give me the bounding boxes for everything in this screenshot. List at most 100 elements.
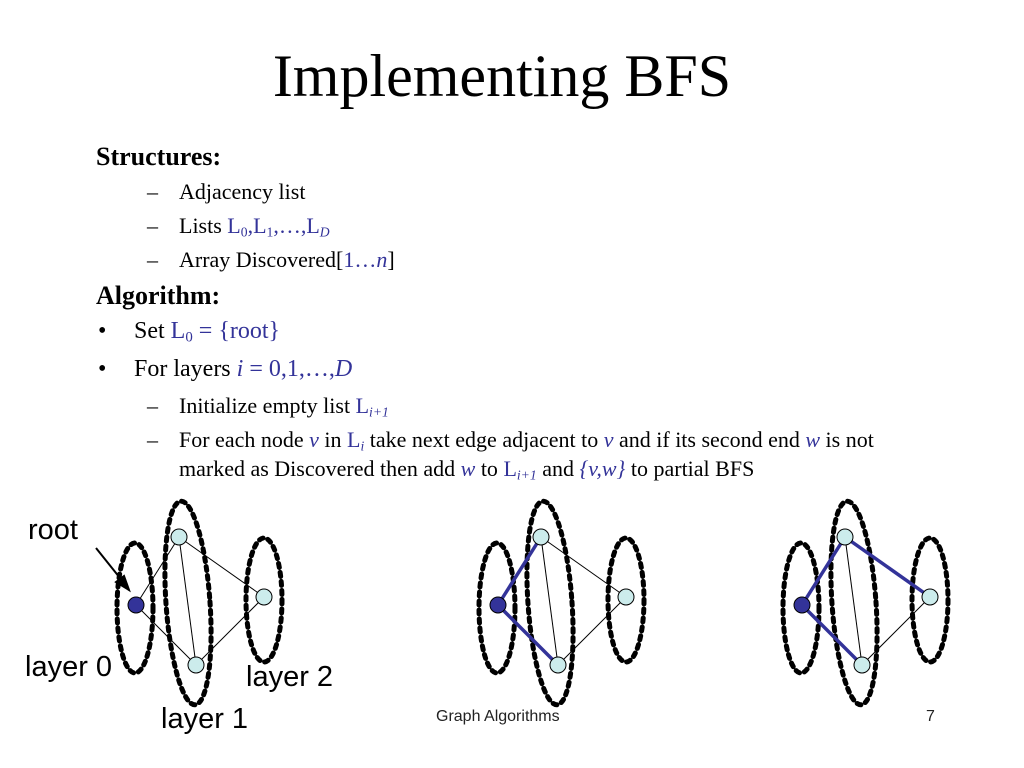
graph-edge	[861, 596, 931, 666]
formula-part: ,L	[247, 213, 267, 238]
text-part: take next edge adjacent to	[364, 427, 604, 452]
root-node	[489, 596, 507, 614]
layer-1-ellipse	[828, 498, 880, 708]
substep-prefix: Initialize empty list	[179, 393, 356, 418]
subscript: i	[360, 438, 365, 454]
step-prefix: Set	[134, 318, 171, 344]
formula-part: ,…,L	[273, 213, 320, 238]
step-formula: i = 0,1,…,D	[237, 356, 353, 382]
page-number: 7	[926, 708, 935, 725]
step-text: For layers i = 0,1,…,D	[134, 356, 352, 383]
graph-node	[617, 588, 635, 606]
text-part: For each node	[179, 427, 310, 452]
dash-marker: –	[147, 213, 158, 238]
text-part: to	[475, 456, 504, 481]
graph-edge	[540, 536, 627, 598]
bfs-tree-edge	[800, 536, 847, 606]
bfs-tree-edge	[800, 603, 864, 667]
array-prefix: Array Discovered[	[179, 247, 344, 272]
layer-0-ellipse	[780, 540, 822, 676]
text-part: is not	[820, 427, 874, 452]
graph-edge	[178, 536, 197, 666]
layer-2-ellipse	[909, 535, 951, 665]
formula-l: L	[355, 393, 370, 418]
graph-edge	[557, 596, 627, 666]
substep-text-line1: For each node v in Li take next edge adj…	[179, 427, 874, 453]
root-arrow-head-icon	[114, 574, 131, 593]
var-v: v	[603, 427, 614, 452]
step-text: Set L0 = {root}	[134, 318, 280, 345]
bullet-marker: •	[98, 356, 107, 382]
array-range: 1…	[343, 247, 377, 272]
subscript: i+1	[516, 467, 537, 483]
subscript: 0	[185, 329, 193, 346]
root-label: root	[28, 514, 78, 546]
subscript: D	[319, 224, 330, 240]
root-node	[127, 596, 145, 614]
var-w: w	[805, 427, 821, 452]
graph-node	[187, 656, 205, 674]
layer-1-label: layer 1	[161, 703, 249, 735]
formula-li1: Li+1	[503, 456, 537, 483]
formula-i: i	[236, 356, 244, 382]
layer-0-ellipse	[476, 540, 518, 676]
dash-marker: –	[147, 393, 158, 418]
subscript: 1	[266, 224, 274, 240]
graph-node	[853, 656, 871, 674]
dash-marker: –	[147, 247, 158, 272]
formula-l: L	[347, 427, 361, 452]
var-v: v	[309, 427, 319, 452]
structure-item-text: Adjacency list	[179, 179, 306, 204]
formula-d: D	[334, 356, 353, 382]
text-part: and	[536, 456, 580, 481]
footer-title: Graph Algorithms	[436, 708, 560, 725]
array-close: ]	[387, 247, 395, 272]
graph-edge	[195, 596, 265, 666]
step-prefix: For layers	[134, 356, 237, 382]
layer-0-label: layer 0	[25, 651, 113, 683]
step-formula: L0 = {root}	[170, 318, 280, 346]
bfs-diagrams	[95, 498, 951, 708]
text-part: in	[318, 427, 348, 452]
structure-item-text: Array Discovered[1…n]	[179, 247, 395, 273]
text-part: marked as Discovered then add	[179, 456, 461, 481]
graph-edge	[844, 536, 863, 666]
formula-part: = 0,1,…,	[243, 356, 335, 382]
layer-2-ellipse	[243, 535, 285, 665]
layer-1-ellipse	[524, 498, 576, 708]
bfs-tree-edge	[843, 535, 932, 599]
graph-node	[921, 588, 939, 606]
formula-li: Li	[347, 427, 365, 454]
formula-l: L	[170, 318, 186, 344]
layer-2-ellipse	[605, 535, 647, 665]
layer-0-ellipse	[114, 540, 156, 676]
layer-2-label: layer 2	[246, 661, 334, 693]
dash-marker: –	[147, 179, 158, 204]
text-part: to partial BFS	[625, 456, 755, 481]
dash-marker: –	[147, 427, 158, 452]
graph-node	[836, 528, 854, 546]
root-node	[793, 596, 811, 614]
lists-prefix: Lists	[179, 213, 228, 238]
graph-edge	[135, 536, 180, 606]
subscript: 0	[240, 224, 248, 240]
array-n: n	[376, 247, 388, 272]
bfs-tree-edge	[496, 536, 543, 606]
graph-node	[255, 588, 273, 606]
graph-node	[170, 528, 188, 546]
var-w: w	[460, 456, 476, 481]
graph-node	[549, 656, 567, 674]
substep-text: Initialize empty list Li+1	[179, 393, 389, 419]
subscript: i+1	[369, 404, 389, 420]
root-arrow-icon	[95, 547, 125, 584]
bfs-tree-edge	[496, 603, 560, 667]
substep-text-line2: marked as Discovered then add w to Li+1 …	[179, 456, 754, 482]
graph-edge	[178, 536, 265, 598]
substep-formula: Li+1	[355, 393, 389, 420]
structures-heading: Structures:	[96, 142, 222, 171]
bullet-marker: •	[98, 318, 107, 344]
structure-item-text: Lists L0,L1,…,LD	[179, 213, 330, 239]
edge-vw: {v,w}	[579, 456, 626, 481]
graph-edge	[540, 536, 559, 666]
